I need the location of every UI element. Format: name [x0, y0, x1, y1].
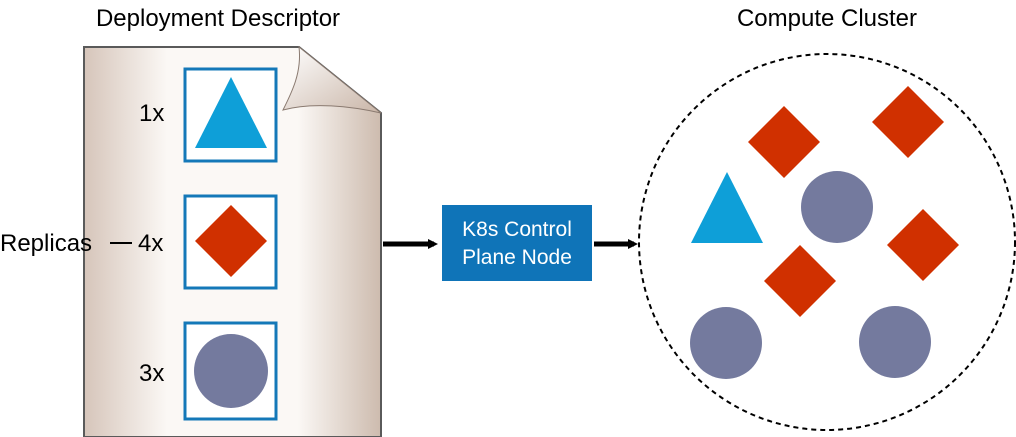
circle-pod-icon [690, 307, 762, 379]
triangle-pod-icon [691, 172, 763, 243]
replica-row-diamond: Replicas 4x [0, 194, 278, 290]
diamond-pod-icon [764, 245, 836, 317]
cluster-title: Compute Cluster [737, 5, 917, 32]
diamond-pod-icon [887, 209, 959, 281]
replica-row-circle: 3x [139, 321, 278, 421]
circle-pod-icon [801, 171, 873, 243]
diamond-pod-icon [872, 86, 944, 158]
triangle-pod-icon [195, 77, 267, 148]
control-plane-label-line1: K8s Control [462, 218, 572, 241]
control-plane-box [442, 205, 592, 281]
diamond-pod-icon [748, 106, 820, 178]
replica-count: 3x [139, 360, 164, 387]
document-page-curl [282, 45, 382, 114]
cluster-boundary [638, 53, 1016, 431]
control-plane-label-line2: Plane Node [462, 246, 572, 269]
circle-pod-icon [859, 306, 931, 378]
control-plane-node: K8s Control Plane Node [442, 205, 592, 281]
diamond-pod-icon [195, 205, 267, 277]
replica-count: 4x [138, 230, 163, 257]
circle-pod-icon [194, 334, 268, 408]
replica-row-triangle: 1x [139, 67, 278, 163]
replicas-label: Replicas [0, 230, 92, 257]
compute-cluster [638, 53, 1016, 431]
descriptor-title: Deployment Descriptor [96, 5, 340, 32]
replica-count: 1x [139, 100, 164, 127]
